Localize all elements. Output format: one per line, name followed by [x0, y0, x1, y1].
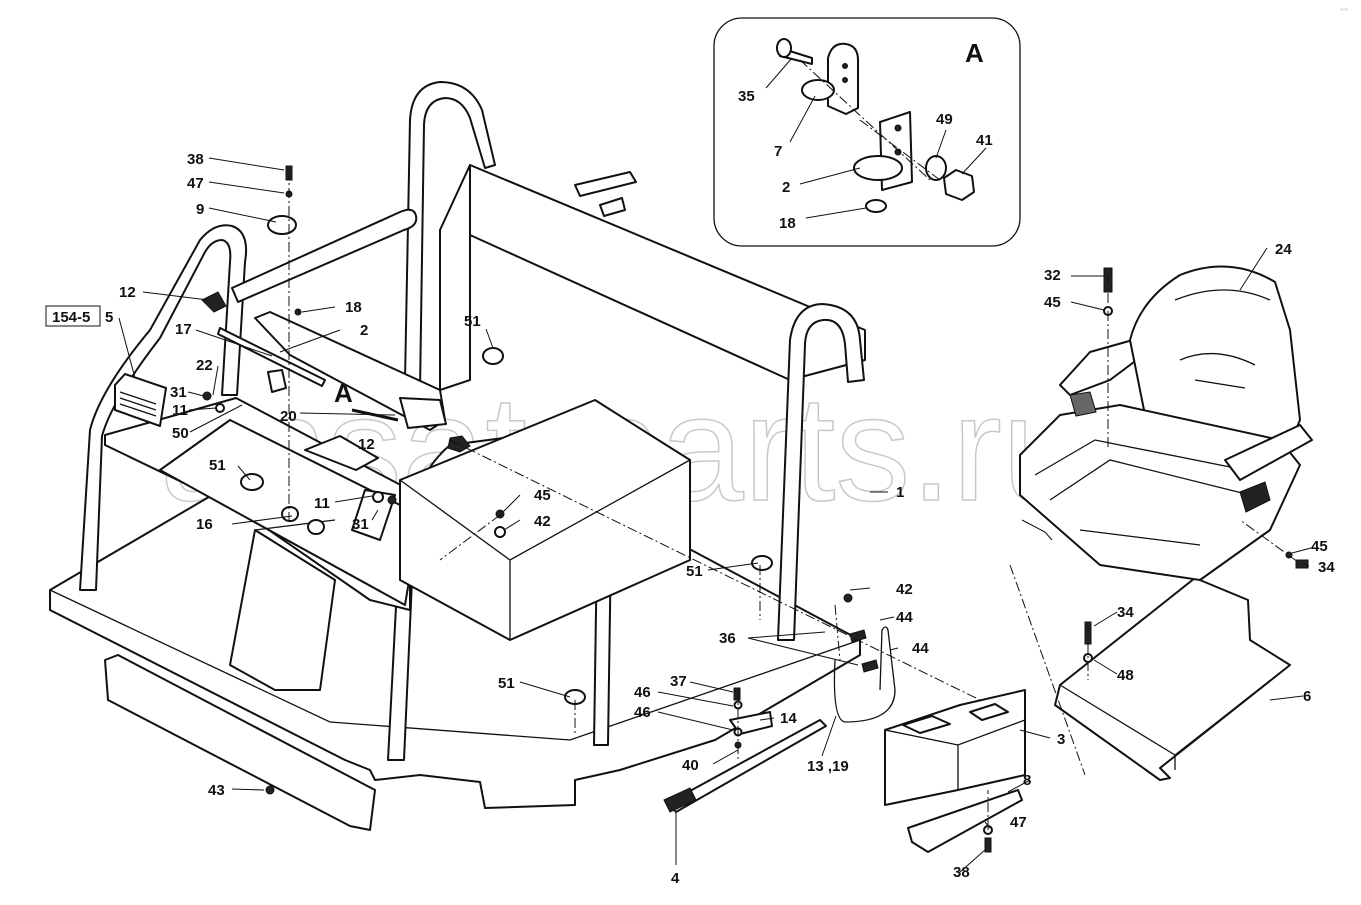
label-13-19: 13 ,19: [807, 758, 849, 775]
label-9: 9: [196, 201, 204, 218]
label-50: 50: [172, 425, 189, 442]
washer-18: [865, 199, 887, 213]
bracket-31: [351, 489, 396, 541]
washer-49: [925, 155, 947, 181]
label-8: 8: [1023, 772, 1031, 789]
center-box-1: [399, 399, 691, 641]
cap-51-c: [751, 555, 773, 571]
label-46-bottom: 46: [634, 704, 651, 721]
label-42-right: 42: [896, 581, 913, 598]
label-35: 35: [738, 88, 755, 105]
plate-2-foot: [853, 155, 903, 181]
label-42-center: 42: [534, 513, 551, 530]
label-40: 40: [682, 757, 699, 774]
label-31-main: 31: [352, 516, 369, 533]
reference-box: [45, 305, 101, 327]
label-11-main: 11: [314, 495, 330, 512]
label-51-b: 51: [209, 457, 226, 474]
roll-bar-rear: [404, 81, 496, 391]
column-cover: [229, 529, 336, 691]
seat-24: [1019, 265, 1313, 581]
detail-frame: [713, 17, 1021, 247]
bracket-7-foot: [801, 79, 835, 101]
label-16: 16: [196, 516, 213, 533]
label-36: 36: [719, 630, 736, 647]
label-14: 14: [780, 710, 797, 727]
label-46-top: 46: [634, 684, 651, 701]
label-38-bottom: 38: [953, 864, 970, 881]
chain-13-19: [833, 626, 896, 723]
label-6: 6: [1303, 688, 1311, 705]
reference-box-text: 154-5: [52, 309, 90, 326]
label-5: 5: [105, 309, 113, 326]
label-44-bottom: 44: [912, 640, 929, 657]
support-box-3: [884, 689, 1026, 806]
label-17: 17: [175, 321, 192, 338]
roll-bar-left: [79, 224, 248, 591]
clip-22: [267, 369, 287, 393]
label-20: 20: [280, 408, 297, 425]
rod-17: [217, 327, 326, 387]
label-3: 3: [1057, 731, 1065, 748]
label-12-left: 12: [119, 284, 136, 301]
label-47-bottom: 47: [1010, 814, 1027, 831]
lamp-5: [114, 373, 167, 427]
seat-backrest: [1129, 265, 1301, 456]
label-31-left: 31: [170, 384, 187, 401]
plate-50: [304, 435, 379, 471]
label-1: 1: [896, 484, 904, 501]
detail-view-a: A: [713, 17, 1021, 247]
label-44-top: 44: [896, 609, 913, 626]
plate-8: [907, 789, 1023, 853]
label-49: 49: [936, 111, 953, 128]
label-12-main: 12: [358, 436, 375, 453]
callout-letter-a: A: [334, 378, 353, 408]
cap-51-b: [240, 473, 264, 491]
label-32: 32: [1044, 267, 1061, 284]
label-45-right: 45: [1311, 538, 1328, 555]
label-48: 48: [1117, 667, 1134, 684]
label-41: 41: [976, 132, 993, 149]
label-24: 24: [1275, 241, 1292, 258]
lever-20: [399, 397, 447, 429]
label-51-d: 51: [498, 675, 515, 692]
corner-mark: ◦◦◦: [1340, 5, 1349, 14]
detail-letter: A: [965, 38, 984, 68]
sill-43: [104, 654, 376, 831]
label-45-center: 45: [534, 487, 551, 504]
cover-9: [267, 215, 297, 235]
knob-12-left: [201, 291, 227, 313]
cab-frame: A: [49, 81, 1313, 873]
bolt-head-35: [776, 38, 792, 58]
label-47-top: 47: [187, 175, 204, 192]
label-4: 4: [671, 870, 680, 887]
nut-41: [943, 169, 975, 201]
label-18-main: 18: [345, 299, 362, 316]
seat-pan-6: [1054, 577, 1291, 781]
label-51-a: 51: [464, 313, 481, 330]
label-2-main: 2: [360, 322, 368, 339]
label-38-top: 38: [187, 151, 204, 168]
seat-armrest-right: [1224, 424, 1313, 481]
part-labels: 35 7 2 18 49 41 38 47 9 12 18 5 17 2 51 …: [105, 88, 1335, 887]
label-45-seat: 45: [1044, 294, 1061, 311]
label-11-left: 11: [172, 402, 188, 419]
label-34-right: 34: [1318, 559, 1335, 576]
cap-51-a: [482, 347, 504, 365]
label-43: 43: [208, 782, 225, 799]
label-7: 7: [774, 143, 782, 160]
roll-bar-right: [777, 303, 865, 641]
label-51-c: 51: [686, 563, 703, 580]
callout-arrow-a: [351, 408, 399, 422]
label-2-detail: 2: [782, 179, 790, 196]
label-37: 37: [670, 673, 687, 690]
label-22: 22: [196, 357, 213, 374]
label-34-pan: 34: [1117, 604, 1134, 621]
label-18-detail: 18: [779, 215, 796, 232]
